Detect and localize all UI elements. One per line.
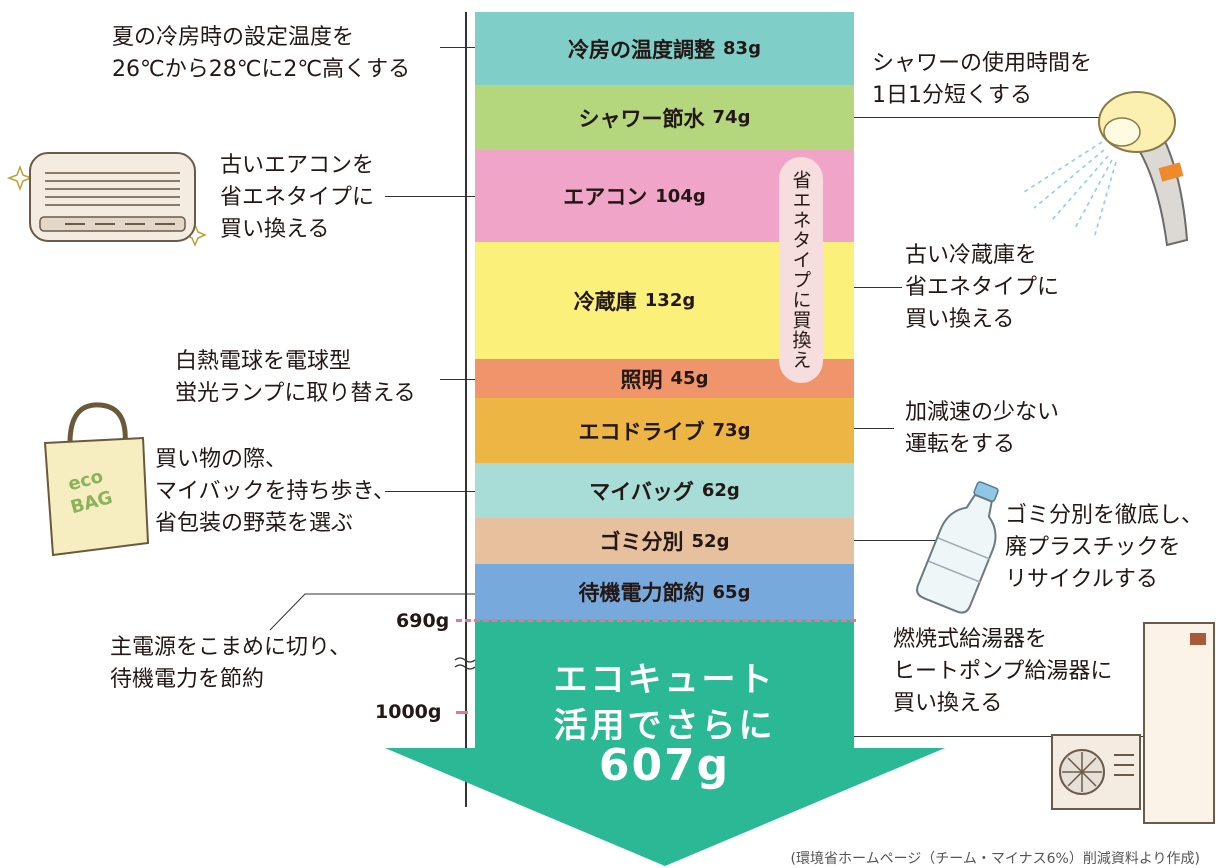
- connector-3: [385, 196, 475, 197]
- band-lighting-label: 照明: [620, 367, 663, 392]
- ecocute-line1: エコキュート: [553, 660, 776, 700]
- note-fridge-line2: 省エネタイプに: [905, 275, 1060, 300]
- note-mybag-line2: マイバックを持ち歩き、: [155, 479, 396, 504]
- shower-head-icon: [1023, 91, 1189, 247]
- connector-7: [385, 491, 475, 492]
- note-cooling-line2: 26℃から28℃に2℃高くする: [112, 57, 411, 82]
- note-aircon-line3: 買い換える: [220, 217, 330, 242]
- bag-handle: [67, 402, 128, 446]
- connector-5: [440, 379, 475, 380]
- note-heatpump: 燃焼式給湯器を ヒートポンプ給湯器に 買い換える: [893, 624, 1112, 720]
- dash-690: [456, 619, 856, 622]
- connector-9-line: [269, 593, 475, 631]
- note-fridge-line3: 買い換える: [905, 307, 1015, 332]
- band-ecodrive-label: エコドライブ: [578, 419, 705, 444]
- note-shower-line2: 1日1分短くする: [872, 83, 1032, 108]
- note-lighting: 白熱電球を電球型 蛍光ランプに取り替える: [175, 346, 416, 410]
- note-cooling-line1: 夏の冷房時の設定温度を: [112, 25, 355, 50]
- note-ecodrive-line2: 運転をする: [905, 432, 1016, 457]
- band-shower-value: 74g: [712, 107, 751, 128]
- dash-1000: [456, 711, 468, 714]
- band-cooling-value: 83g: [723, 38, 761, 59]
- tank-unit: [1143, 622, 1215, 824]
- note-mybag-line3: 省包装の野菜を選ぶ: [155, 511, 354, 536]
- connector-9: [269, 593, 475, 631]
- band-garbage: ゴミ分別 52g: [475, 518, 854, 564]
- band-shower-label: シャワー節水: [578, 106, 705, 131]
- band-shower: シャワー節水 74g: [475, 85, 854, 150]
- heat-pump-icon: [1051, 622, 1215, 824]
- band-standby-value: 65g: [712, 581, 751, 603]
- band-fridge-value: 132g: [644, 290, 696, 311]
- note-mybag: 買い物の際、 マイバックを持ち歩き、 省包装の野菜を選ぶ: [155, 444, 395, 540]
- band-mybag-label: マイバッグ: [589, 479, 694, 504]
- note-mybag-line1: 買い物の際、: [155, 447, 288, 472]
- note-heatpump-line3: 買い換える: [893, 691, 1003, 716]
- source-note: (環境省ホームページ（チーム・マイナス6%）削減資料より作成): [790, 851, 1200, 867]
- band-garbage-value: 52g: [691, 530, 730, 552]
- note-ecodrive: 加減速の少ない 運転をする: [905, 397, 1059, 461]
- connector-4: [854, 287, 902, 288]
- band-standby: 待機電力節約 65g: [475, 564, 854, 620]
- connector-10: [854, 736, 1152, 737]
- band-lighting-value: 45g: [670, 368, 709, 389]
- air-conditioner-icon: [6, 152, 207, 247]
- ecocute-line2: 活用でさらに: [553, 706, 776, 746]
- band-ecodrive-value: 73g: [712, 420, 751, 441]
- plastic-bottle-icon: [916, 481, 999, 614]
- band-mybag: マイバッグ 62g: [475, 463, 854, 518]
- ecocute-arrow-shape: [385, 620, 945, 866]
- connector-1: [440, 47, 475, 48]
- note-garbage-line2: 廃プラスチックを: [1005, 535, 1181, 560]
- shower-band: [1158, 162, 1184, 182]
- replace-pill-text: 省エネタイプに買換え: [789, 170, 812, 370]
- connector-6: [854, 428, 894, 429]
- band-ecodrive: エコドライブ 73g: [475, 398, 854, 463]
- axis-break-mark: [454, 657, 476, 670]
- note-cooling: 夏の冷房時の設定温度を 26℃から28℃に2℃高くする: [112, 22, 410, 86]
- bottle-body: [916, 493, 997, 614]
- bag-body: [43, 436, 150, 557]
- band-fridge-label: 冷蔵庫: [573, 289, 637, 314]
- ecocute-line3: 607g: [598, 740, 731, 791]
- tick-1000: 1000g: [375, 701, 442, 723]
- note-standby: 主電源をこまめに切り、 待機電力を節約: [110, 632, 351, 696]
- note-shower: シャワーの使用時間を 1日1分短くする: [872, 48, 1092, 112]
- note-aircon-line2: 省エネタイプに: [220, 185, 375, 210]
- sparkle-left: [6, 164, 34, 192]
- note-fridge-line1: 古い冷蔵庫を: [905, 243, 1038, 268]
- note-standby-line1: 主電源をこまめに切り、: [110, 635, 352, 660]
- band-aircon-value: 104g: [655, 185, 706, 207]
- note-garbage: ゴミ分別を徹底し、 廃プラスチックを リサイクルする: [1005, 500, 1203, 596]
- note-garbage-line3: リサイクルする: [1005, 567, 1158, 592]
- note-aircon-line1: 古いエアコンを: [220, 153, 375, 178]
- band-mybag-value: 62g: [701, 480, 740, 501]
- note-lighting-line1: 白熱電球を電球型: [175, 349, 352, 374]
- band-cooling: 冷房の温度調整 83g: [475, 12, 854, 85]
- tick-690: 690g: [396, 610, 450, 632]
- note-shower-line1: シャワーの使用時間を: [872, 51, 1093, 76]
- note-garbage-line1: ゴミ分別を徹底し、: [1005, 503, 1204, 528]
- note-heatpump-line1: 燃焼式給湯器を: [893, 627, 1048, 652]
- band-standby-label: 待機電力節約: [578, 581, 705, 605]
- vertical-axis: [465, 12, 467, 807]
- note-ecodrive-line1: 加減速の少ない: [905, 400, 1060, 425]
- note-aircon: 古いエアコンを 省エネタイプに 買い換える: [220, 150, 374, 246]
- band-garbage-label: ゴミ分別: [599, 530, 684, 554]
- connector-8: [854, 540, 974, 541]
- note-lighting-line2: 蛍光ランプに取り替える: [175, 381, 416, 406]
- connector-2: [854, 117, 1099, 118]
- band-cooling-label: 冷房の温度調整: [568, 37, 716, 62]
- note-standby-line2: 待機電力を節約: [110, 667, 265, 692]
- replace-pill: 省エネタイプに買換え: [779, 157, 823, 383]
- note-fridge: 古い冷蔵庫を 省エネタイプに 買い換える: [905, 240, 1059, 336]
- note-heatpump-line2: ヒートポンプ給湯器に: [893, 659, 1113, 684]
- band-aircon-label: エアコン: [563, 185, 648, 209]
- eco-bag-icon: eco BAG: [43, 402, 150, 557]
